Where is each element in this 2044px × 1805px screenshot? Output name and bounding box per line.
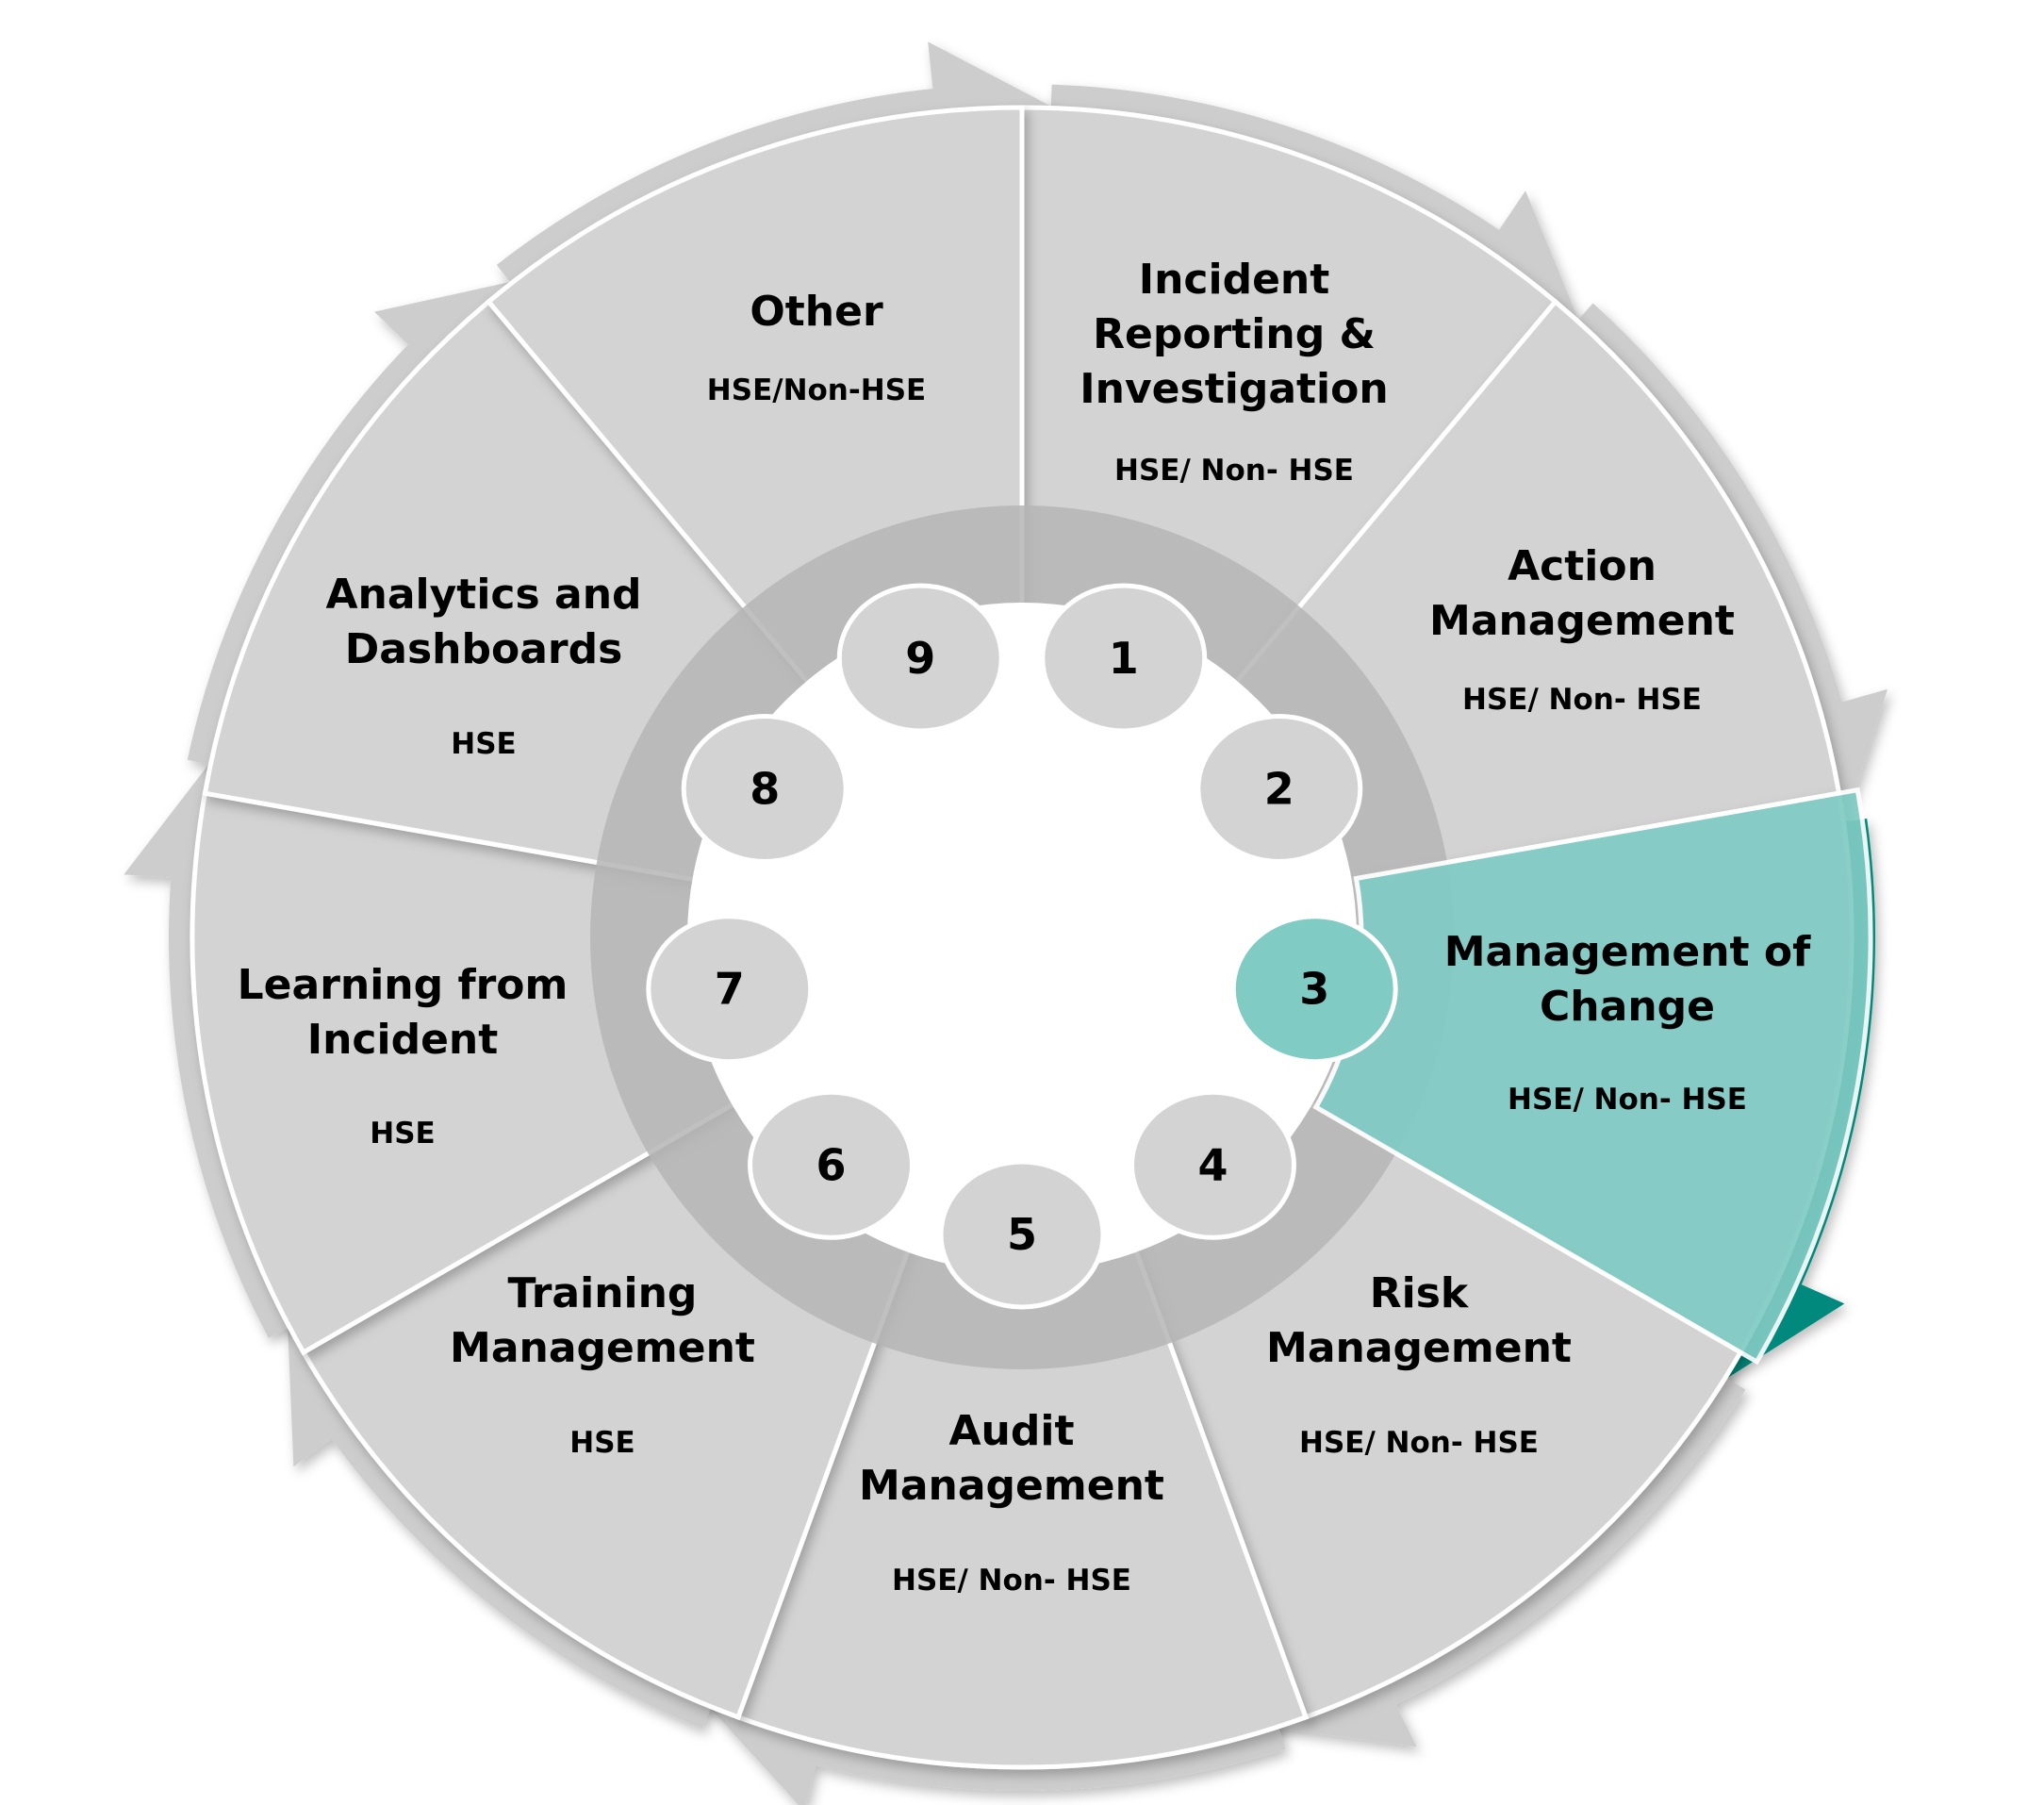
segment-title: Management of bbox=[1444, 928, 1811, 976]
segment-title: Other bbox=[750, 288, 883, 336]
segment-title: Training bbox=[508, 1269, 698, 1317]
segment-subtitle: HSE bbox=[370, 1117, 435, 1151]
number-badge-6[interactable]: 6 bbox=[748, 1089, 915, 1240]
segment-title: Management bbox=[859, 1462, 1164, 1510]
segment-title: Audit bbox=[949, 1407, 1075, 1455]
badge-number: 3 bbox=[1299, 964, 1329, 1015]
badge-number: 4 bbox=[1197, 1139, 1228, 1190]
segment-title: Reporting & bbox=[1093, 310, 1376, 358]
segment-subtitle: HSE bbox=[451, 727, 516, 761]
segment-subtitle: HSE/ Non- HSE bbox=[1462, 683, 1702, 717]
segment-title: Risk bbox=[1370, 1269, 1470, 1317]
number-badge-3[interactable]: 3 bbox=[1230, 914, 1398, 1065]
badge-number: 6 bbox=[816, 1139, 847, 1190]
badge-number: 7 bbox=[715, 964, 745, 1015]
number-badge-2[interactable]: 2 bbox=[1195, 714, 1363, 864]
badge-number: 8 bbox=[750, 764, 780, 815]
number-badge-5[interactable]: 5 bbox=[938, 1159, 1106, 1310]
number-badge-8[interactable]: 8 bbox=[681, 714, 849, 864]
badge-number: 5 bbox=[1007, 1209, 1037, 1260]
number-badge-4[interactable]: 4 bbox=[1129, 1089, 1296, 1240]
number-badge-9[interactable]: 9 bbox=[836, 583, 1004, 734]
segment-subtitle: HSE/ Non- HSE bbox=[1508, 1083, 1747, 1117]
segment-title: Analytics and bbox=[325, 571, 641, 619]
segment-title: Change bbox=[1540, 983, 1715, 1031]
number-badge-7[interactable]: 7 bbox=[646, 914, 814, 1065]
badge-number: 9 bbox=[905, 633, 935, 684]
segment-subtitle: HSE bbox=[569, 1426, 635, 1460]
segment-subtitle: HSE/ Non- HSE bbox=[1299, 1426, 1539, 1460]
segment-subtitle: HSE/ Non- HSE bbox=[1114, 454, 1354, 488]
number-badges: 1 2 3 4 5 6 7 8 9 bbox=[646, 583, 1398, 1310]
segment-subtitle: HSE/Non-HSE bbox=[707, 373, 926, 407]
segment-title: Learning from bbox=[238, 961, 569, 1009]
segment-subtitle: HSE/ Non- HSE bbox=[892, 1564, 1131, 1598]
segment-title: Dashboards bbox=[345, 625, 623, 673]
segment-title: Management bbox=[450, 1324, 755, 1372]
badge-number: 1 bbox=[1109, 633, 1139, 684]
segment-title: Incident bbox=[1139, 256, 1330, 304]
segment-title: Incident bbox=[307, 1016, 499, 1064]
segment-title: Action bbox=[1508, 542, 1657, 590]
segment-title: Investigation bbox=[1080, 365, 1388, 413]
badge-number: 2 bbox=[1264, 764, 1294, 815]
number-badge-1[interactable]: 1 bbox=[1040, 583, 1208, 734]
segment-title: Management bbox=[1429, 597, 1735, 645]
segment-title: Management bbox=[1266, 1324, 1572, 1372]
